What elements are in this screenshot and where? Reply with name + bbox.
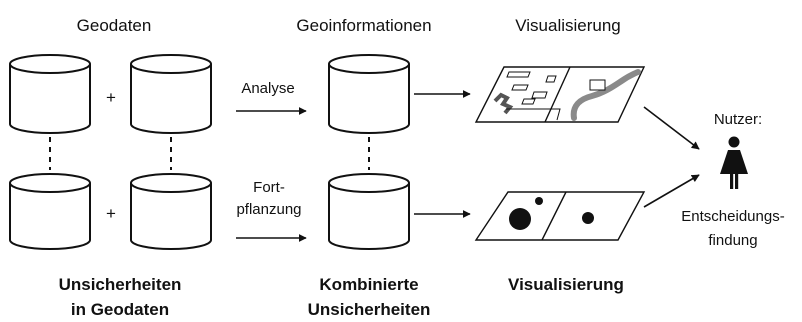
database-cylinder-icon xyxy=(9,173,91,250)
footer-col1-line1: Unsicherheiten xyxy=(59,275,182,294)
edge-label-fortpflanzung-2: pflanzung xyxy=(236,201,301,218)
footer-col2-line1: Kombinierte xyxy=(319,275,418,294)
decision-label-line1: Entscheidungs- xyxy=(681,208,784,225)
map-visualization-icon xyxy=(474,66,646,123)
arrow-to-user-top xyxy=(643,106,700,150)
footer-col2-line2: Unsicherheiten xyxy=(308,300,431,319)
header-geodaten: Geodaten xyxy=(77,16,152,35)
plus-operator-bottom: + xyxy=(106,204,116,223)
database-cylinder-icon xyxy=(130,54,212,134)
footer-col3: Visualisierung xyxy=(508,275,624,294)
user-label: Nutzer: xyxy=(714,111,762,128)
database-cylinder-icon xyxy=(9,54,91,134)
footer-col1-line2: in Geodaten xyxy=(71,300,169,319)
decision-label-line2: findung xyxy=(708,232,757,249)
database-cylinder-icon xyxy=(130,173,212,250)
plus-operator-top: + xyxy=(106,88,116,107)
header-visualisierung: Visualisierung xyxy=(515,16,621,35)
header-geoinformationen: Geoinformationen xyxy=(296,16,431,35)
woman-user-icon xyxy=(720,136,748,189)
map-visualization-icon xyxy=(474,191,646,241)
database-cylinder-icon xyxy=(328,173,410,250)
database-cylinder-icon xyxy=(328,54,410,134)
edge-label-analyse: Analyse xyxy=(241,80,294,97)
arrow-to-user-bottom xyxy=(643,174,700,208)
edge-label-fortpflanzung-1: Fort- xyxy=(253,179,285,196)
